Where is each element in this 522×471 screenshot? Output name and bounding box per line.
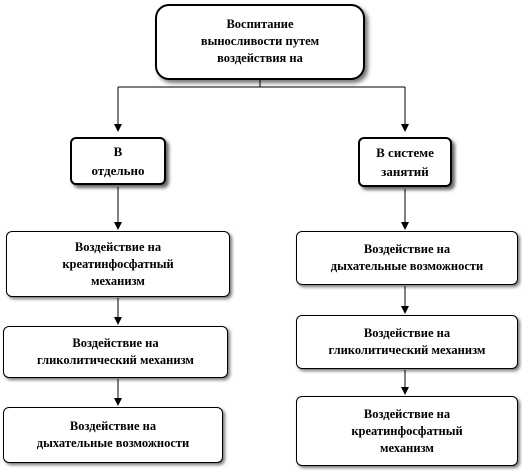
left-header-box: В отдельно	[70, 137, 166, 185]
right-header-box: В системе занятий	[358, 137, 452, 187]
right-step-2: Воздействие на гликолитический механизм	[296, 315, 518, 369]
right-step-3-text: Воздействие на креатинфосфатный механизм	[351, 406, 463, 455]
left-header-text: В отдельно	[91, 144, 145, 178]
left-step-1-text: Воздействие на креатинфосфатный механизм	[62, 239, 174, 288]
right-step-2-text: Воздействие на гликолитический механизм	[328, 326, 486, 357]
right-step-1-text: Воздействие на дыхательные возможности	[330, 242, 484, 273]
title-text: Воспитание выносливости путем воздействи…	[200, 17, 320, 65]
right-header-text: В системе занятий	[376, 145, 434, 179]
right-step-1: Воздействие на дыхательные возможности	[296, 231, 518, 285]
right-step-3: Воздействие на креатинфосфатный механизм	[296, 396, 518, 466]
left-step-2-text: Воздействие на гликолитический механизм	[37, 336, 194, 367]
left-step-3: Воздействие на дыхательные возможности	[3, 407, 223, 463]
left-step-2: Воздействие на гликолитический механизм	[3, 326, 228, 378]
left-step-3-text: Воздействие на дыхательные возможности	[36, 419, 190, 450]
title-box: Воспитание выносливости путем воздействи…	[155, 4, 365, 80]
left-step-1: Воздействие на креатинфосфатный механизм	[6, 231, 230, 297]
